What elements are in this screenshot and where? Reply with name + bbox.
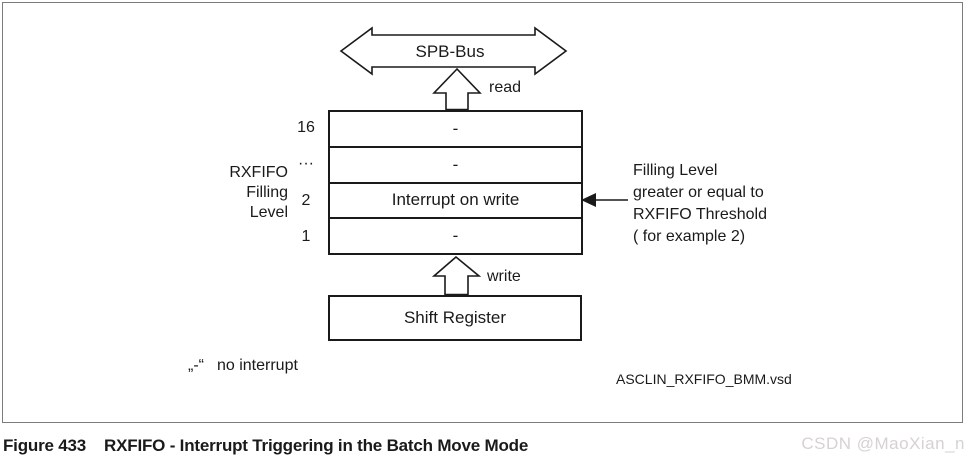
rxfifo-filling-level-line: Filling [246,184,288,201]
fifo-row: - [330,112,581,148]
no-interrupt-note: „-“ no interrupt [188,357,298,375]
read-label: read [489,79,522,96]
fifo-level-scale: 16 ··· 2 1 [290,110,322,255]
no-interrupt-text: no interrupt [216,357,298,374]
fifo-level-tick: 1 [301,227,311,245]
figure-caption-title: RXFIFO - Interrupt Triggering in the Bat… [104,436,529,455]
figure-caption-label: Figure 433 [3,436,87,455]
watermark: CSDN @MaoXian_n [801,434,965,453]
fifo-row: - [452,226,459,246]
rxfifo-stack: - - Interrupt on write - [328,110,583,255]
shift-register-box: Shift Register [328,295,582,341]
vsd-filename: ASCLIN_RXFIFO_BMM.vsd [616,371,792,387]
figure-caption: Figure 433 RXFIFO - Interrupt Triggering… [3,436,528,456]
rxfifo-filling-level-line: RXFIFO [229,164,288,181]
fifo-row: Interrupt on write [330,184,581,220]
threshold-note: Filling Level greater or equal to RXFIFO… [633,160,767,248]
fifo-level-tick: ··· [298,155,314,173]
spb-bus-label: SPB-Bus [415,42,485,61]
rxfifo-filling-level-line: Level [249,204,288,221]
write-label: write [487,268,521,285]
fifo-level-tick: 16 [297,119,315,137]
no-interrupt-symbol: „-“ [188,357,204,374]
rxfifo-filling-level-label: RXFIFO Filling Level [178,163,288,223]
fifo-level-tick: 2 [301,191,311,209]
fifo-row: - [330,148,581,184]
shift-register-label: Shift Register [403,308,507,327]
threshold-note-line: greater or equal to [633,184,764,201]
threshold-note-line: RXFIFO Threshold [633,206,767,223]
threshold-note-line: ( for example 2) [633,228,746,245]
threshold-note-line: Filling Level [633,162,718,179]
